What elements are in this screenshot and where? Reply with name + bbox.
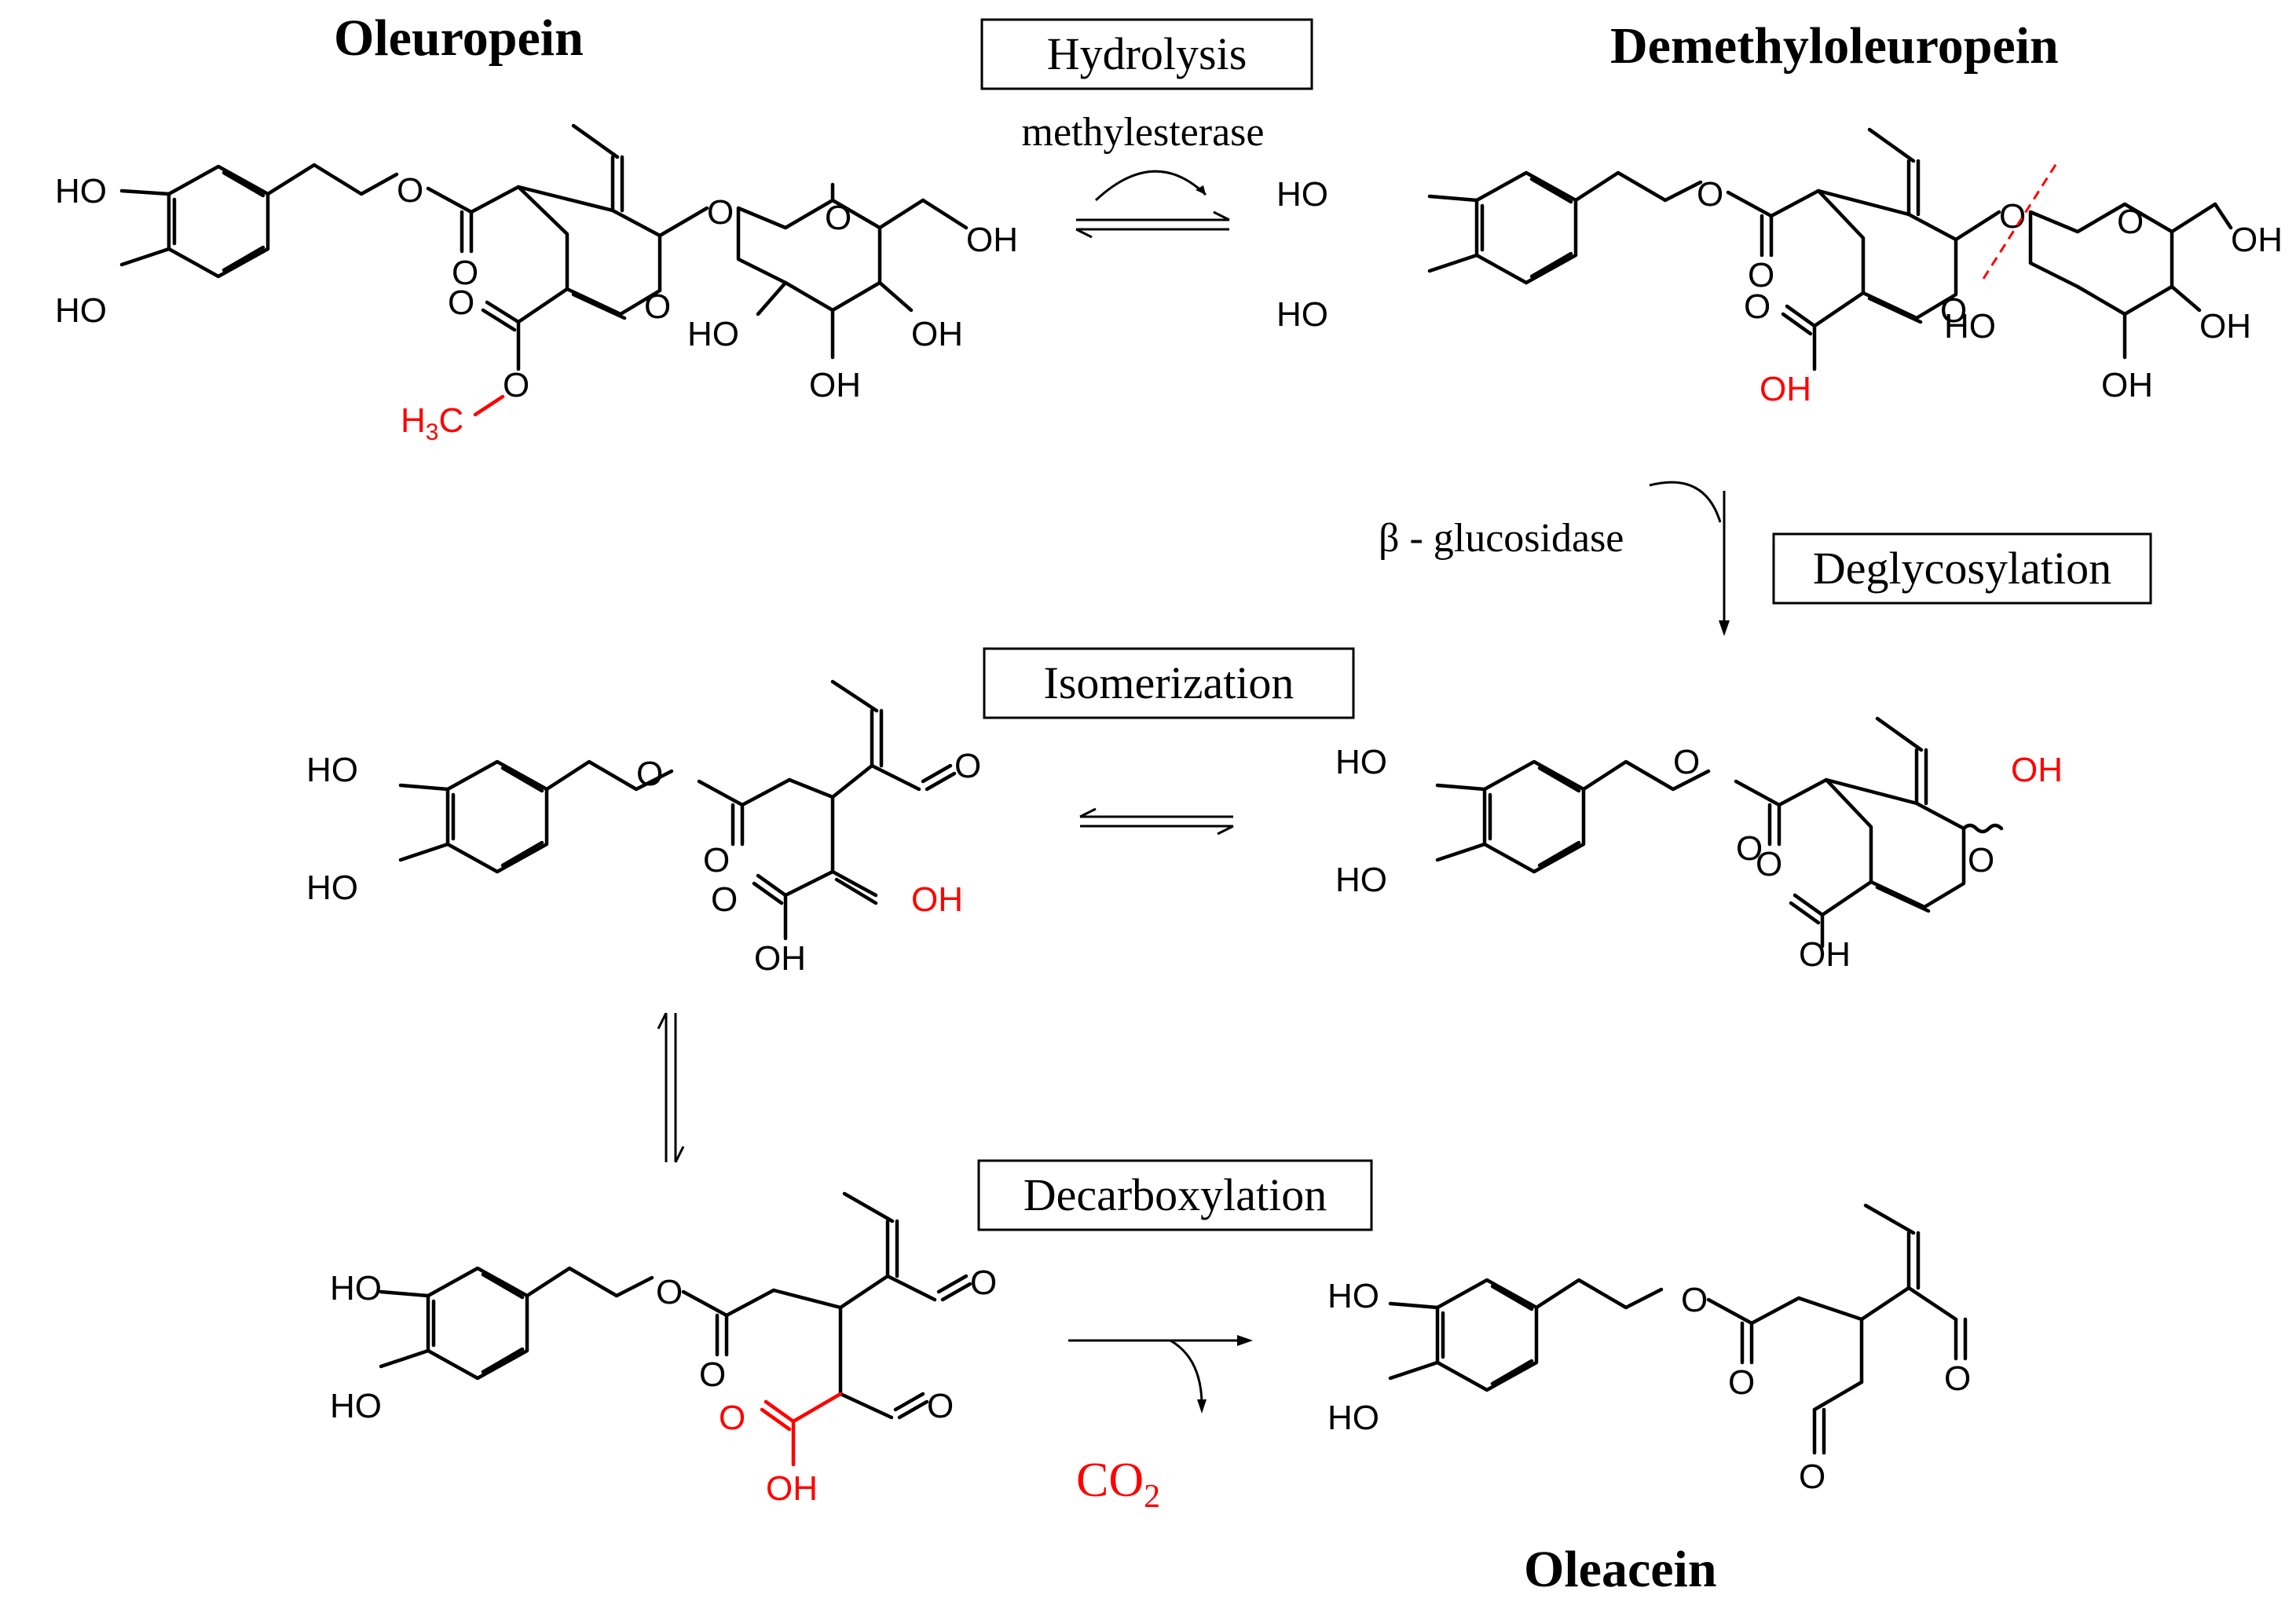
oleacein-structure: HO HO O O O O [1327,1203,1971,1496]
svg-text:H3C: H3C [401,401,463,445]
svg-text:O: O [1748,256,1774,294]
svg-text:OH: OH [2231,221,2283,259]
glucosidase-label: β - glucosidase [1379,516,1624,561]
svg-text:O: O [1968,841,1994,880]
svg-text:OH: OH [911,315,963,353]
svg-text:HO: HO [1335,861,1387,899]
svg-text:O: O [719,1399,745,1437]
svg-text:HO: HO [306,751,358,789]
svg-text:O: O [2117,203,2144,241]
isomerized-structure: HO HO O O O OH O OH [306,679,981,978]
svg-text:O: O [1697,175,1723,214]
svg-text:HO: HO [55,291,107,330]
title-oleuropein: Oleuropein [334,9,584,67]
svg-text:O: O [1940,291,1967,330]
decarboxylation-precursor-structure: HO HO O O O O O OH [330,1191,997,1508]
vertical-equilibrium-arrow [657,1012,685,1163]
isomerization-equilibrium-arrow [1079,807,1234,836]
svg-text:O: O [699,1355,726,1394]
svg-text:O: O [452,254,478,292]
svg-text:O: O [825,199,851,237]
svg-text:O: O [1736,829,1763,868]
svg-text:O: O [954,747,981,785]
svg-text:Deglycosylation: Deglycosylation [1813,543,2111,594]
svg-text:OH: OH [2101,366,2153,404]
svg-text:HO: HO [1276,175,1328,214]
svg-text:O: O [1756,845,1782,883]
svg-text:HO: HO [306,869,358,907]
svg-text:O: O [644,287,671,326]
svg-text:HO: HO [330,1387,382,1425]
svg-text:OH: OH [754,939,806,978]
svg-text:HO: HO [1944,307,1996,346]
cleavage-line [1982,160,2060,280]
svg-text:OH: OH [766,1469,818,1508]
svg-text:HO: HO [55,172,107,210]
methylesterase-label: methylesterase [1022,110,1265,155]
deglycosylation-arrow [1649,481,1730,636]
svg-text:O: O [707,193,734,232]
svg-text:Decarboxylation: Decarboxylation [1023,1169,1327,1220]
svg-text:O: O [711,880,738,919]
hydrolysis-box: Hydrolysis [980,18,1313,90]
svg-text:O: O [656,1273,683,1311]
svg-text:O: O [927,1387,954,1425]
hydrolysis-equilibrium-arrow [1075,170,1230,239]
svg-text:HO: HO [1276,295,1328,334]
title-demethyloleuropein: Demethyloleuropein [1610,17,2059,75]
svg-text:O: O [703,841,730,880]
deglycosylation-box: Deglycosylation [1772,532,2152,605]
svg-text:HO: HO [1327,1399,1379,1437]
svg-text:OH: OH [809,366,861,404]
decarboxylation-arrow [1068,1335,1253,1414]
svg-text:O: O [1999,197,2026,236]
isomerization-box: Isomerization [983,647,1355,719]
svg-text:OH: OH [1760,370,1811,408]
decarboxylation-box: Decarboxylation [977,1159,1373,1231]
svg-text:OH: OH [2199,307,2251,346]
svg-text:O: O [1799,1458,1825,1496]
svg-text:OH: OH [1799,935,1851,974]
svg-text:O: O [1944,1359,1971,1398]
svg-text:O: O [1673,743,1700,781]
svg-text:O: O [503,366,529,404]
svg-text:O: O [1728,1363,1755,1402]
demethyloleuropein-structure: HO HO O O O O O OH O OH HO OH OH [1276,127,2283,408]
svg-text:OH: OH [911,880,963,919]
co2-label: CO2 [1076,1454,1160,1515]
svg-text:OH: OH [966,221,1018,259]
svg-text:O: O [1681,1281,1708,1319]
svg-text:HO: HO [1335,743,1387,781]
title-oleacein: Oleacein [1524,1541,1717,1598]
svg-text:O: O [970,1264,997,1302]
oleuropein-structure: HO HO O O O O O O H3C O OH HO [55,123,1018,445]
svg-text:HO: HO [687,315,739,353]
svg-text:Hydrolysis: Hydrolysis [1047,28,1247,79]
svg-text:O: O [1744,287,1771,326]
svg-text:O: O [636,755,663,793]
svg-text:OH: OH [2011,751,2063,789]
svg-text:O: O [448,283,474,322]
svg-text:HO: HO [1327,1277,1379,1315]
svg-text:Isomerization: Isomerization [1044,657,1294,708]
svg-text:HO: HO [330,1269,382,1308]
svg-text:O: O [397,171,423,210]
aglycone-structure: HO HO O O OH O O OH [1335,716,2063,974]
